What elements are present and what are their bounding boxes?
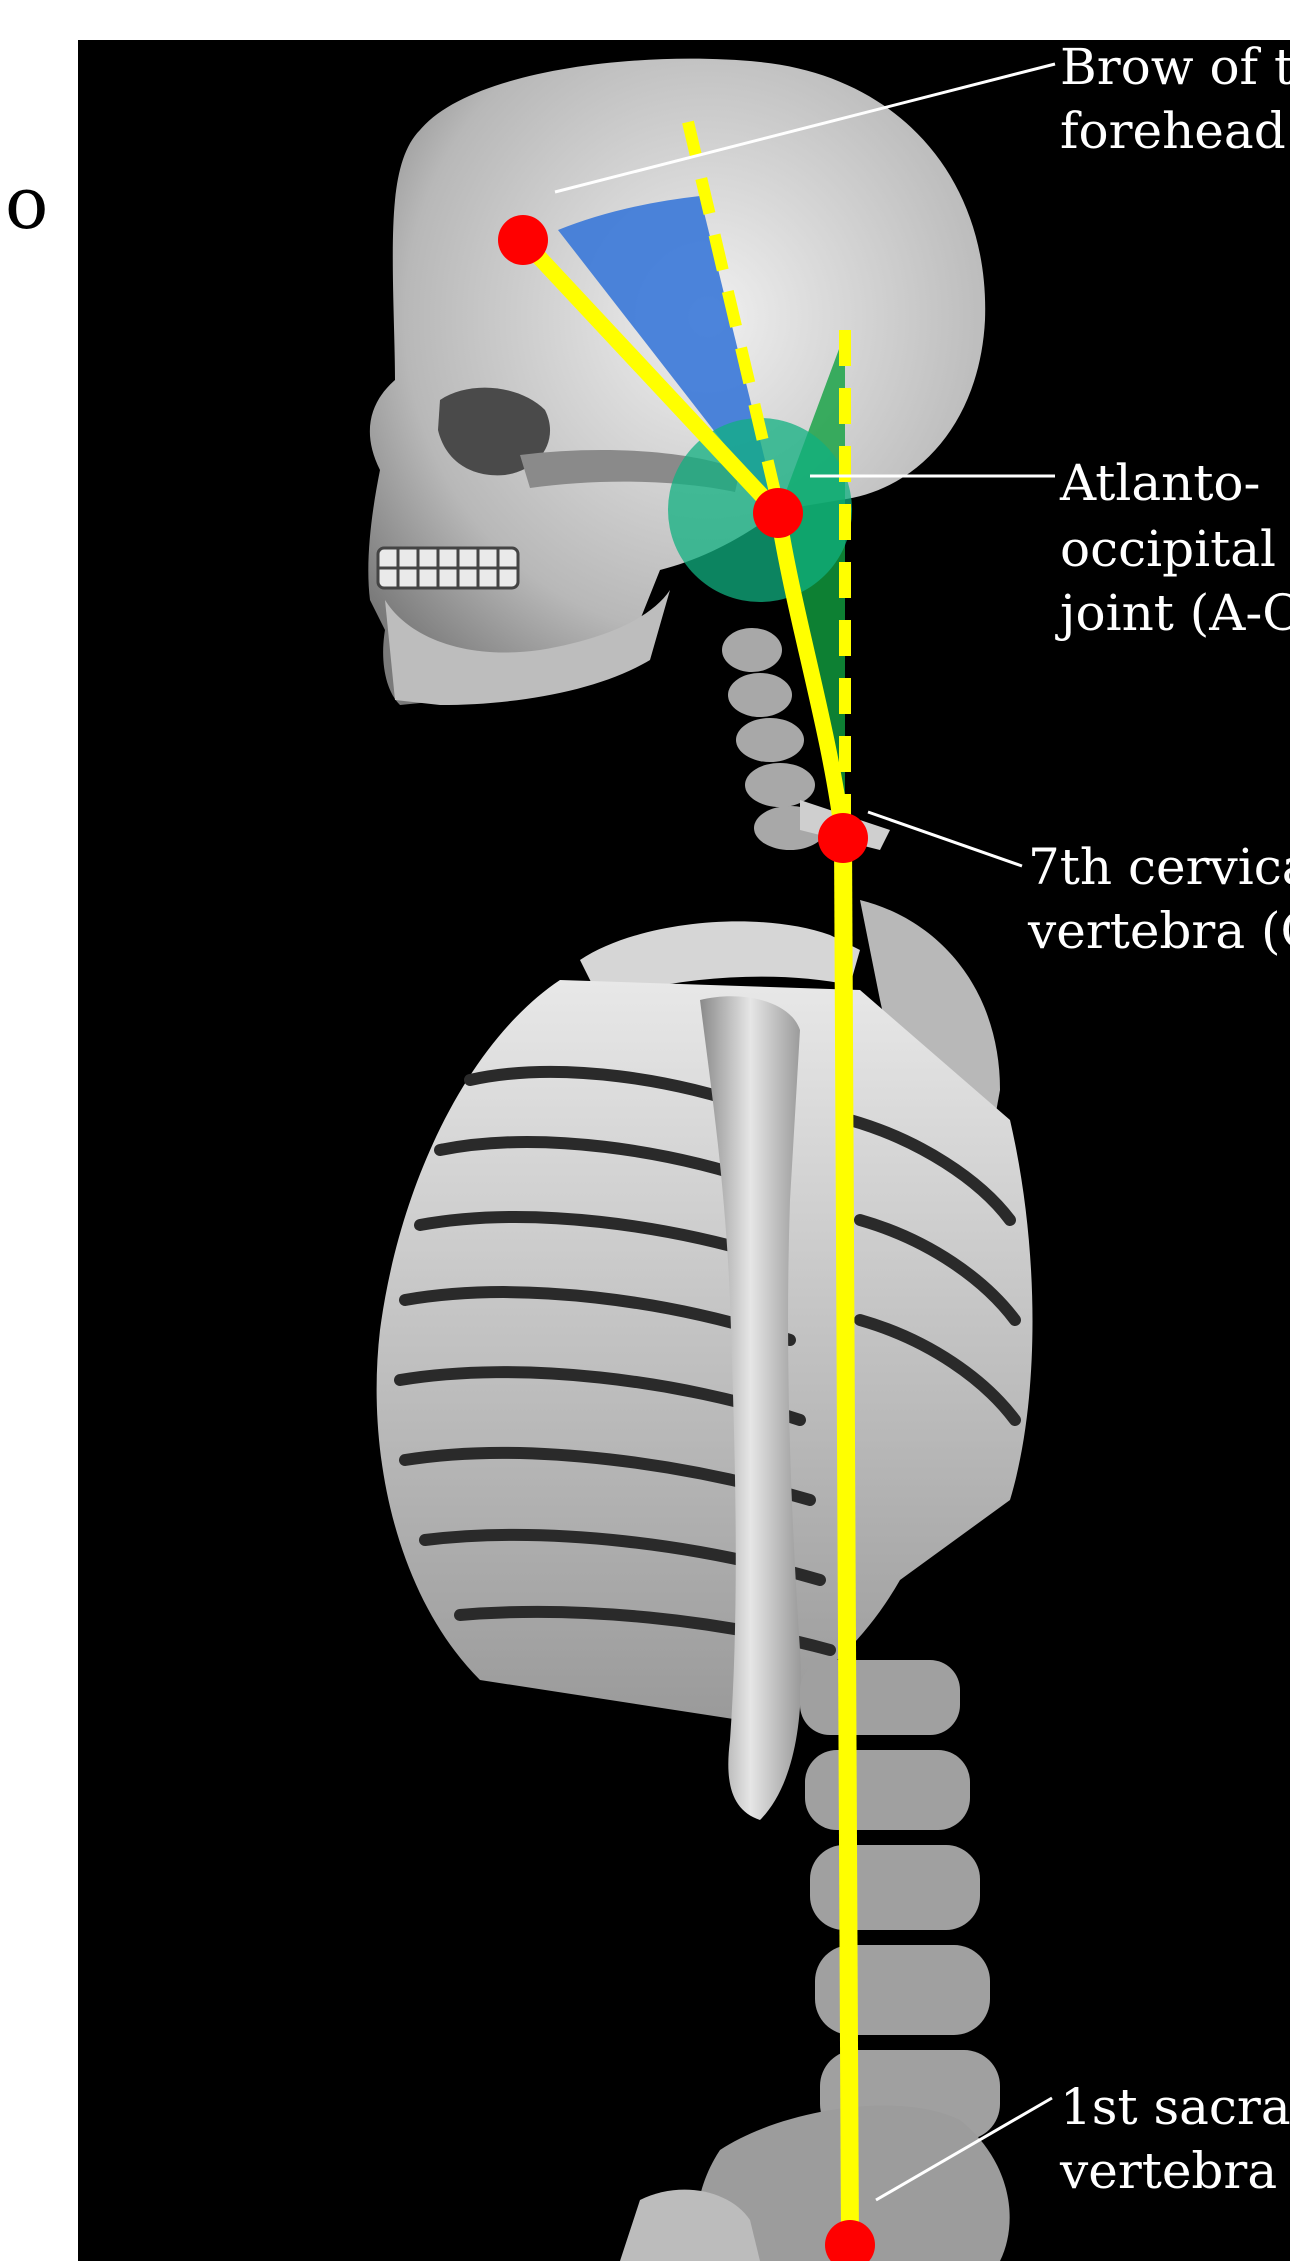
label-c7-line-1: 7th cervical bbox=[1028, 838, 1290, 896]
c7-to-sacral-line bbox=[843, 838, 850, 2245]
label-sacral-line-1: 1st sacral bbox=[1060, 2078, 1290, 2136]
label-atlanto-line-1: Atlanto- bbox=[1059, 454, 1260, 512]
landmark-brow-dot bbox=[498, 215, 548, 265]
label-brow-line-1: Brow of the bbox=[1060, 38, 1290, 96]
label-atlanto-line-3: joint (A-O) bbox=[1055, 584, 1290, 642]
side-letter: o bbox=[5, 161, 48, 245]
label-brow-line-2: forehead bbox=[1060, 102, 1286, 160]
landmark-ao-dot bbox=[753, 488, 803, 538]
landmark-c7-dot bbox=[818, 813, 868, 863]
label-c7-line-2: vertebra (C7) bbox=[1027, 902, 1290, 960]
label-atlanto: Atlanto- occipital joint (A-O) bbox=[1055, 454, 1290, 642]
label-atlanto-line-2: occipital bbox=[1060, 520, 1276, 578]
teeth bbox=[378, 548, 518, 588]
label-sacral-line-2: vertebra bbox=[1059, 2142, 1277, 2200]
